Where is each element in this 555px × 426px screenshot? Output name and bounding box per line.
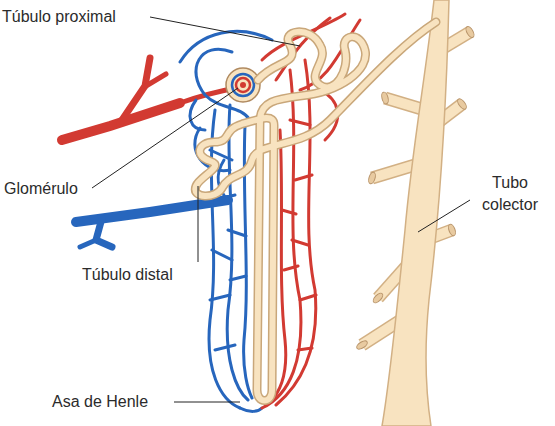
part-label: Tubo colector: [468, 172, 552, 216]
part-label: Túbulo distal: [82, 264, 202, 286]
part-label: Túbulo proximal: [2, 6, 162, 28]
renal-vein: [76, 200, 228, 247]
part-label: Asa de Henle: [52, 391, 177, 413]
collecting-duct: [382, 0, 449, 426]
glomerulus: [226, 68, 260, 102]
leader-lines: [92, 17, 470, 402]
nephron-tubule: [195, 22, 436, 401]
part-label: Glomérulo: [4, 178, 104, 200]
